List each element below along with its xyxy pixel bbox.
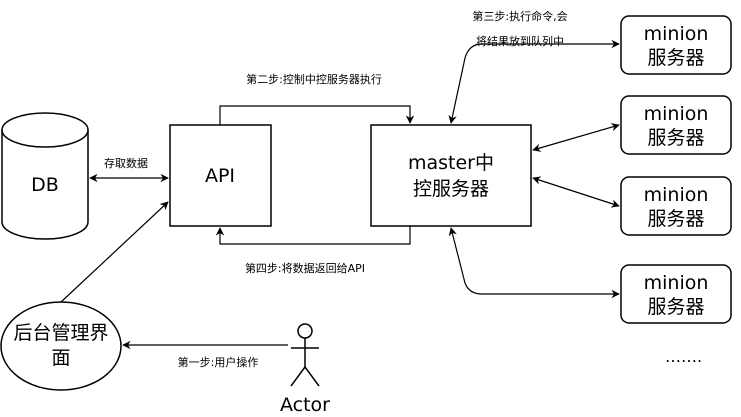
admin-ui-ellipse: 后台管理界 面 [0,301,122,391]
minion-label-line2: 服务器 [647,47,704,69]
more-minions-ellipsis: ……. [665,347,702,366]
db-label: DB [31,174,59,196]
step2-connector [219,105,415,125]
minion-label-line1: minion [644,23,709,45]
master-label-line1: master中 [408,152,494,174]
minion-label-line2: 服务器 [647,127,704,149]
step3-connector [448,39,620,124]
db-cylinder: DB [1,112,89,240]
admin-api-connector [60,201,169,303]
minion-server-box-1: minion 服务器 [620,15,732,75]
minion-label-line2: 服务器 [647,208,704,230]
step1-label: 第一步:用户操作 [178,355,259,369]
minion-label-line2: 服务器 [647,296,704,318]
step3-label-line1: 第三步:执行命令,会 [472,9,567,23]
master-minion2-connector [532,123,620,152]
minion-label-line1: minion [644,272,709,294]
step4-connector [215,226,411,245]
master-minion3-connector [532,176,620,208]
step4-label: 第四步:将数据返回给API [245,261,365,275]
admin-ui-label-line2: 面 [51,347,70,369]
minion-server-box-2: minion 服务器 [620,95,732,155]
minion-server-box-3: minion 服务器 [620,176,732,236]
db-api-label: 存取数据 [104,156,148,170]
minion-label-line1: minion [644,184,709,206]
master-minion4-connector [448,227,620,299]
api-label: API [205,165,235,187]
master-label-line2: 控服务器 [413,178,489,200]
actor-label: Actor [280,394,330,416]
master-server-box: master中 控服务器 [370,124,532,227]
admin-ui-label-line1: 后台管理界 [13,322,108,344]
actor-figure [290,323,320,387]
step3-label-line2: 将结果放到队列中 [476,34,564,48]
minion-server-box-4: minion 服务器 [620,264,732,324]
step2-label: 第二步:控制中控服务器执行 [246,72,382,86]
api-box: API [169,124,272,227]
minion-label-line1: minion [644,103,709,125]
